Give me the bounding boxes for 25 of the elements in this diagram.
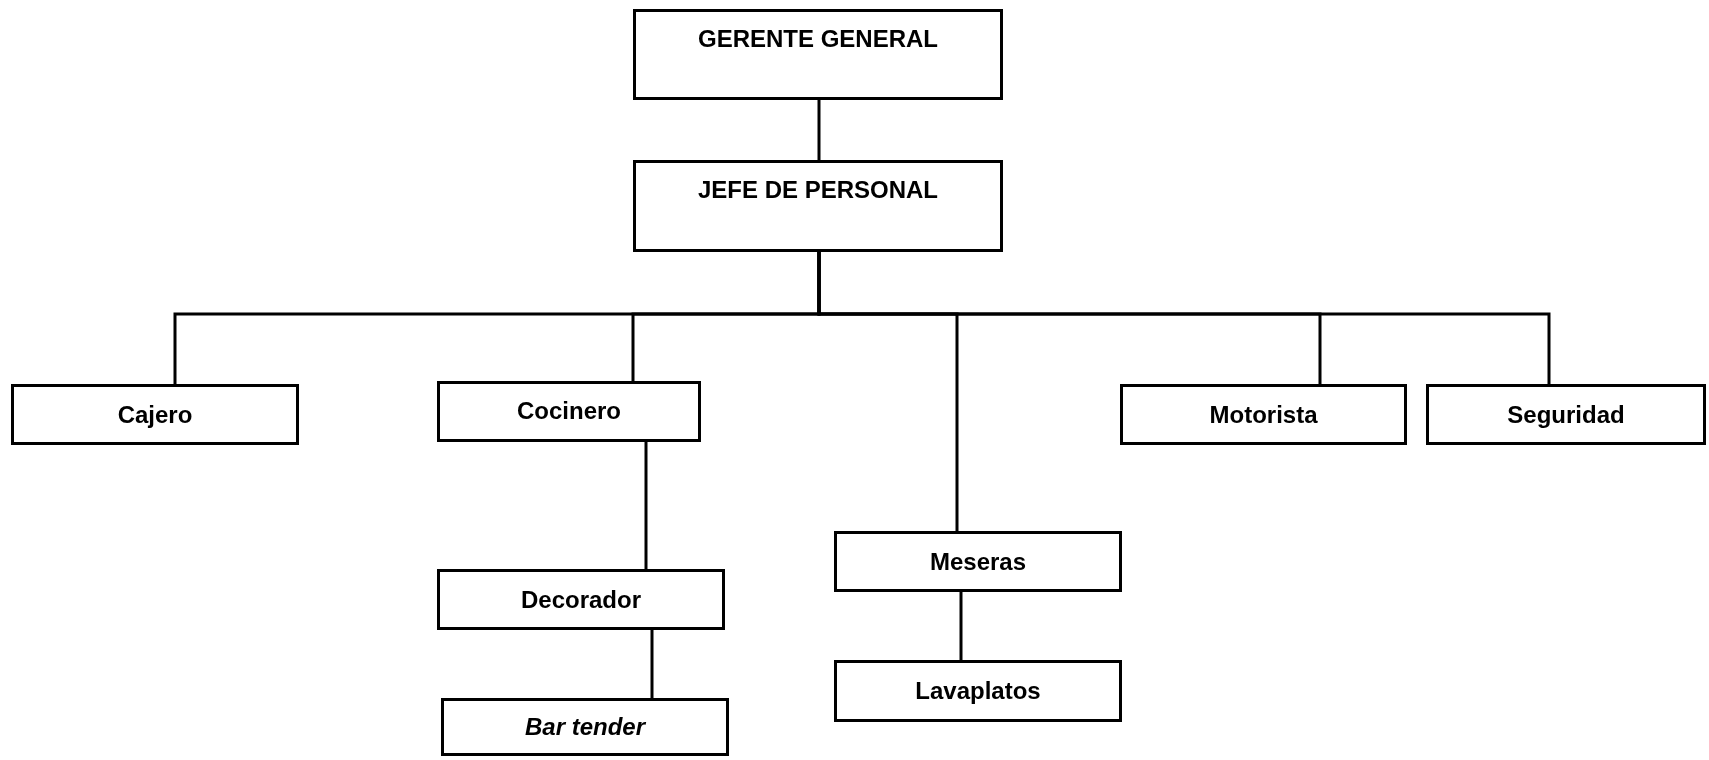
- org-box: [834, 660, 1122, 722]
- org-box: [11, 384, 299, 445]
- connector-line: [817, 252, 1551, 384]
- org-box: [834, 531, 1122, 592]
- org-box: [437, 569, 725, 630]
- org-box: [441, 698, 729, 756]
- connector-line: [650, 630, 654, 698]
- role-title: Decorador: [520, 584, 641, 615]
- org-box: [633, 160, 1003, 252]
- role-title: Cajero: [117, 399, 193, 430]
- org-box: [437, 381, 701, 442]
- role-title: GERENTE GENERAL: [698, 24, 938, 54]
- role-title: Seguridad: [1507, 399, 1625, 430]
- connector-line: [644, 442, 648, 569]
- org-box: [1426, 384, 1706, 445]
- role-title: JEFE DE PERSONAL: [697, 175, 938, 205]
- connector-line: [817, 100, 821, 160]
- role-title: Bar tender: [524, 712, 645, 742]
- role-title: Meseras: [929, 546, 1027, 577]
- org-box: [633, 9, 1003, 100]
- role-title: Motorista: [1209, 399, 1318, 430]
- connector-line: [959, 592, 963, 660]
- role-title: Cocinero: [517, 396, 621, 426]
- role-title: Lavaplatos: [915, 676, 1041, 706]
- org-box: [1120, 384, 1407, 445]
